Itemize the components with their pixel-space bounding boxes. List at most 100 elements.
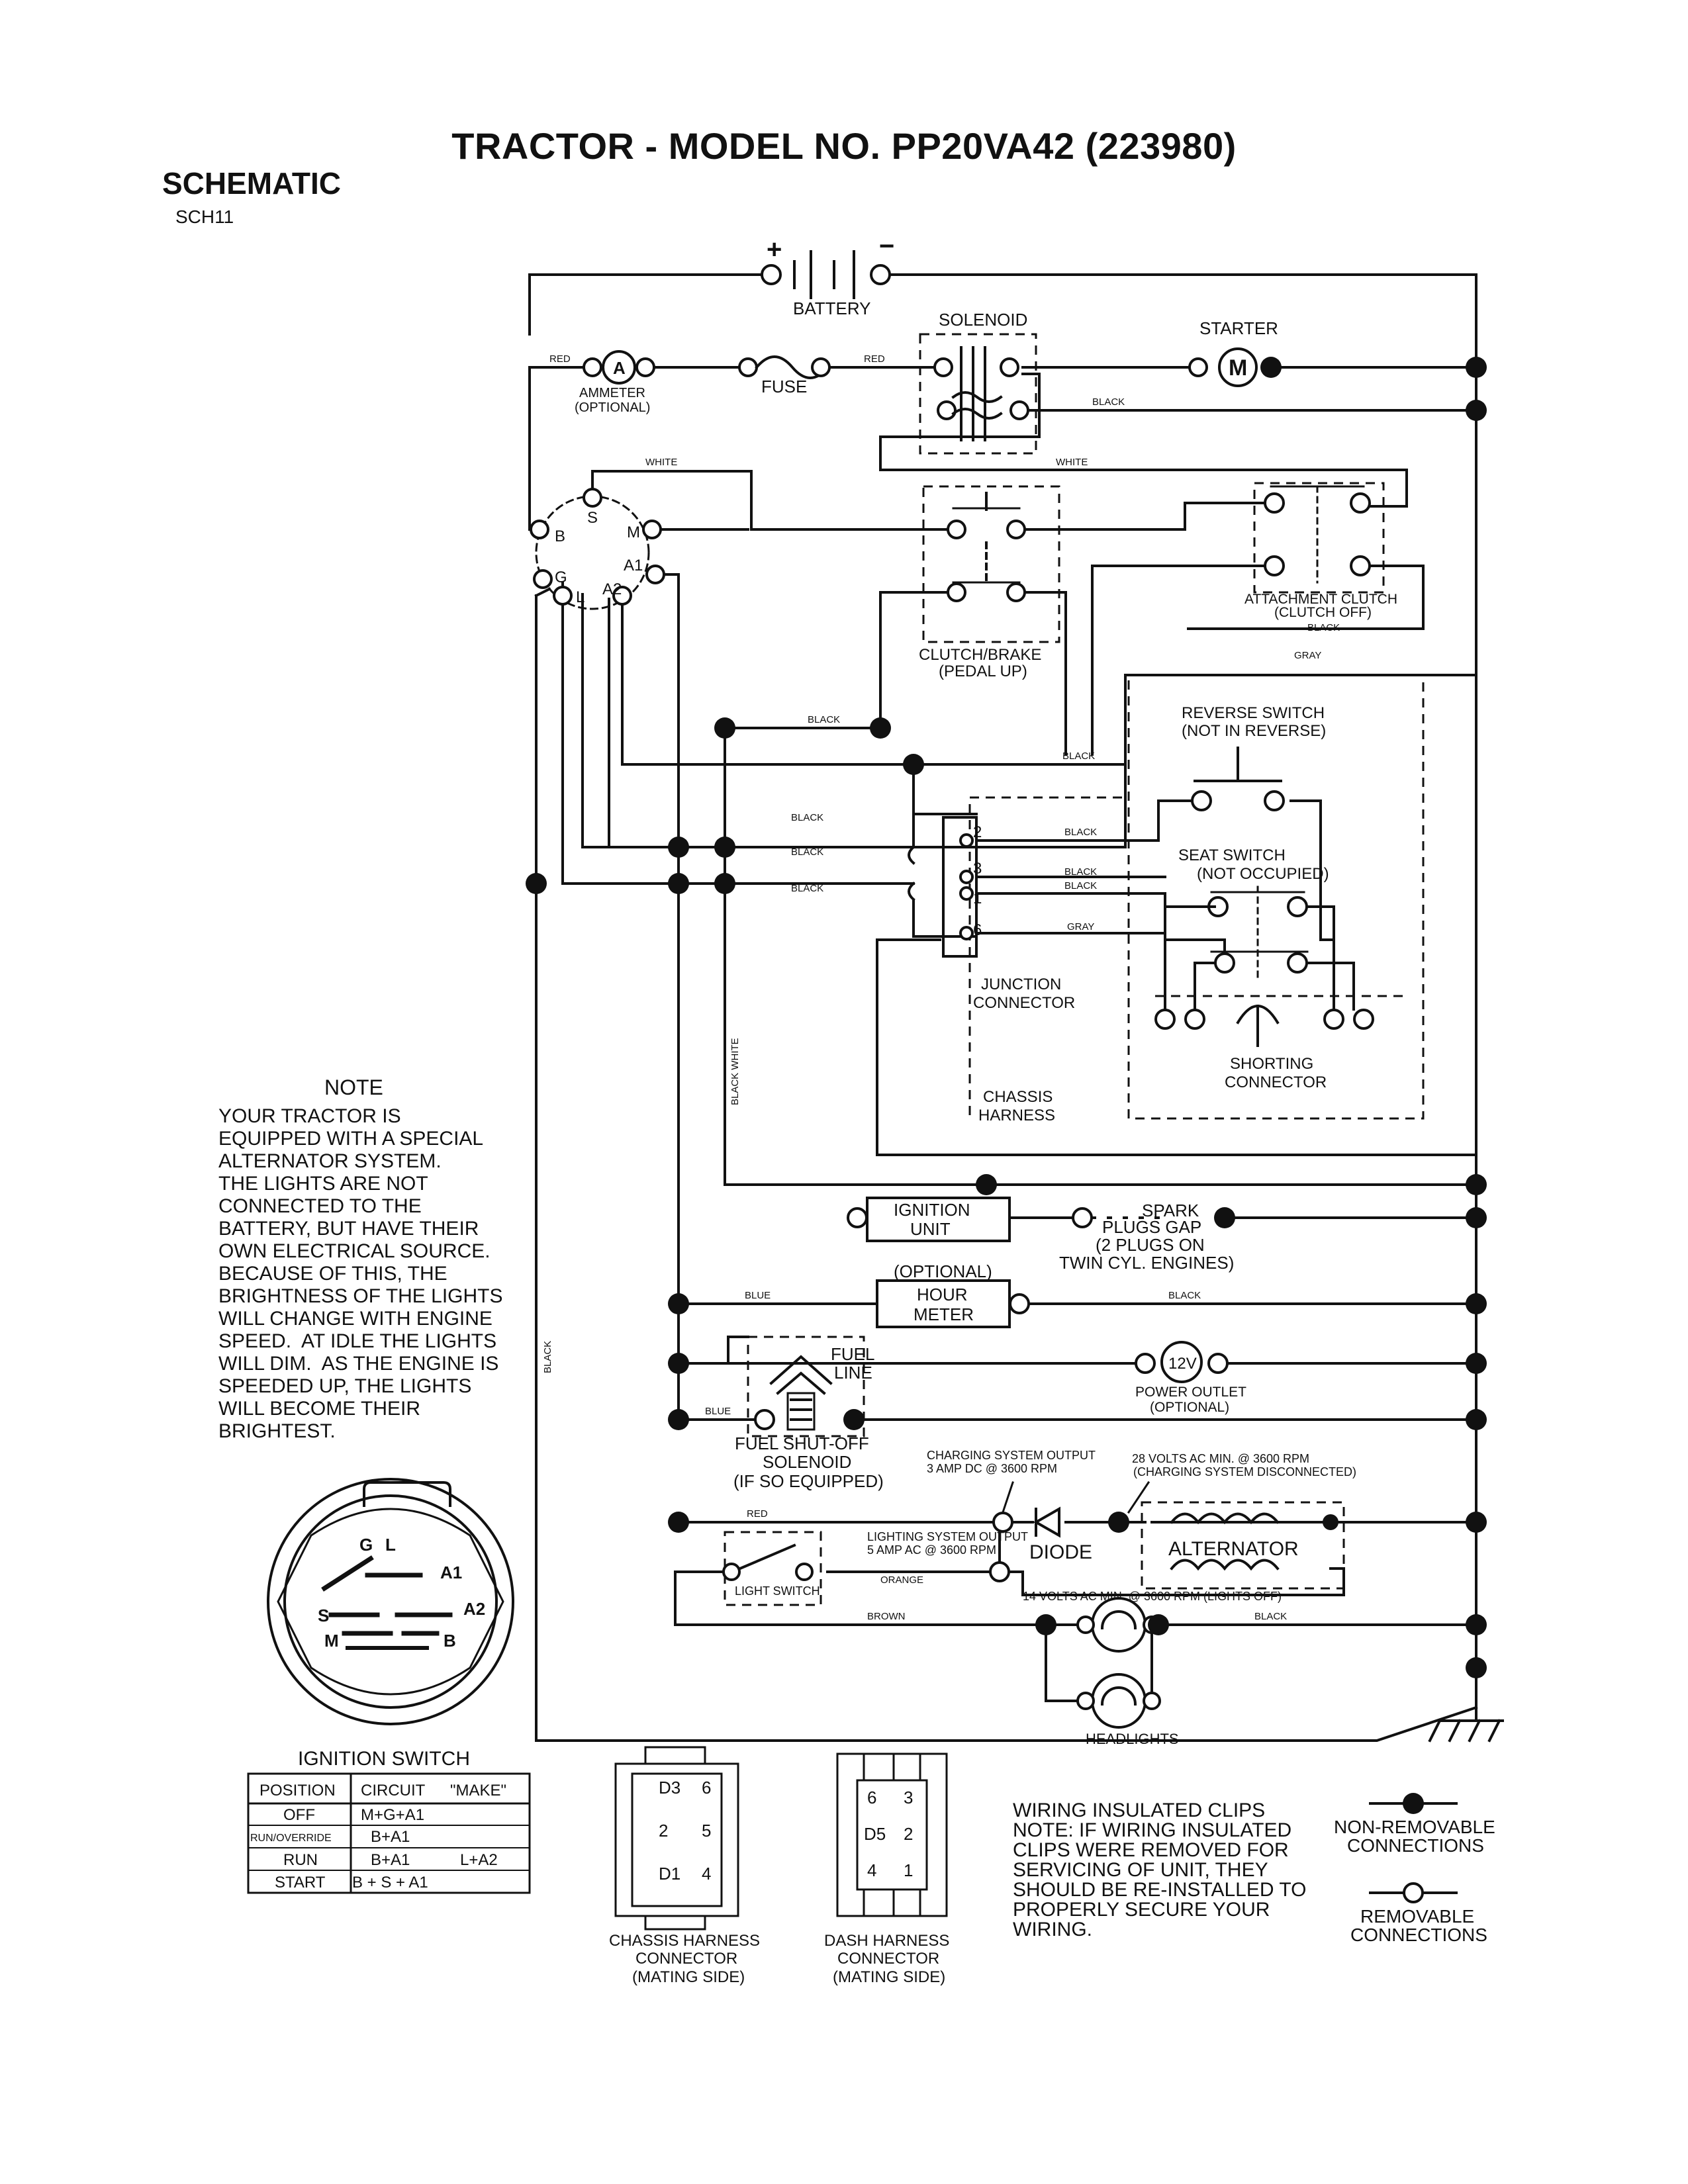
clips-line-1: WIRING INSULATED CLIPS <box>1013 1799 1265 1821</box>
legend: NON-REMOVABLE CONNECTIONS REMOVABLE CONN… <box>1334 1793 1495 1945</box>
ignition-switch-title: IGNITION SWITCH <box>298 1748 470 1770</box>
spark-label: SPARK <box>1142 1201 1199 1220</box>
shorting-connector-label: SHORTING <box>1230 1055 1313 1073</box>
note-line: ALTERNATOR SYSTEM. <box>218 1150 442 1172</box>
chassis-connector-label-1: CHASSIS HARNESS <box>609 1932 760 1950</box>
headlights: HEADLIGHTS <box>1076 1597 1179 1747</box>
seat-switch-label: SEAT SWITCH <box>1178 846 1286 864</box>
charging-output-label-2: 3 AMP DC @ 3600 RPM <box>927 1462 1057 1475</box>
table-header-position: POSITION <box>259 1782 336 1799</box>
alt-volts-label-2: (CHARGING SYSTEM DISCONNECTED) <box>1133 1465 1356 1479</box>
junction-connector-label-2: CONNECTOR <box>973 994 1075 1012</box>
fuse-label: FUSE <box>761 377 807 396</box>
alternator-label: ALTERNATOR <box>1168 1538 1299 1560</box>
wire-blue-2: BLUE <box>705 1406 731 1417</box>
table-header-make: "MAKE" <box>450 1782 506 1799</box>
table-row-run: RUN <box>283 1851 318 1869</box>
chassis-pin-5: 5 <box>702 1821 711 1841</box>
battery: + − BATTERY <box>761 232 894 318</box>
wire-black-10: BLACK <box>1064 880 1097 891</box>
note-line: BECAUSE OF THIS, THE <box>218 1263 447 1285</box>
battery-plus: + <box>767 235 782 264</box>
table-header-circuit: CIRCUIT <box>361 1782 426 1799</box>
dash-connector-label-3: (MATING SIDE) <box>833 1968 945 1986</box>
clips-line-7: WIRING. <box>1013 1919 1092 1940</box>
ignition-unit: IGNITION UNIT <box>847 1197 1011 1242</box>
chassis-pin-6: 6 <box>702 1778 711 1797</box>
power-outlet: 12V POWER OUTLET (OPTIONAL) <box>1135 1341 1246 1415</box>
wire-black-8: BLACK <box>1064 827 1097 838</box>
clips-line-6: PROPERLY SECURE YOUR <box>1013 1899 1270 1921</box>
wire-white-1: WHITE <box>645 457 677 468</box>
clips-line-4: SERVICING OF UNIT, THEY <box>1013 1859 1268 1881</box>
wire-white-2: WHITE <box>1056 457 1088 468</box>
hour-meter-label: HOUR <box>917 1285 968 1304</box>
solenoid: SOLENOID <box>933 310 1029 441</box>
dash-connector-label-1: DASH HARNESS <box>824 1932 949 1950</box>
note-line: BATTERY, BUT HAVE THEIR <box>218 1218 479 1240</box>
junction-connector: 2 3 1 6 JUNCTION CONNECTOR CHASSIS HARNE… <box>942 816 1075 1124</box>
starter-label: STARTER <box>1199 318 1278 338</box>
note-line: WILL CHANGE WITH ENGINE <box>218 1308 492 1330</box>
reverse-switch: REVERSE SWITCH (NOT IN REVERSE) <box>1182 704 1326 811</box>
wire-black-7: BLACK <box>791 883 823 894</box>
wire-black-4: BLACK <box>1062 751 1095 762</box>
clutch-brake-switch: CLUTCH/BRAKE (PEDAL UP) <box>919 492 1041 680</box>
wire-black-12: BLACK <box>1254 1611 1287 1622</box>
chassis-pin-4: 4 <box>702 1864 711 1884</box>
hour-meter-label-2: METER <box>914 1304 974 1324</box>
fuel-solenoid: FUEL LINE FUEL SHUT-OFF SOLENOID (IF SO … <box>733 1344 884 1491</box>
shorting-connector: SHORTING CONNECTOR <box>1154 1005 1374 1091</box>
chassis-connector-label-2: CONNECTOR <box>635 1950 737 1968</box>
table-row-start: START <box>275 1874 326 1891</box>
ignition-unit-label-2: UNIT <box>910 1219 951 1239</box>
attachment-clutch-label: ATTACHMENT CLUTCH <box>1244 592 1397 607</box>
attachment-clutch-sub: (CLUTCH OFF) <box>1274 605 1372 620</box>
wire-orange: ORANGE <box>880 1574 923 1586</box>
ammeter-optional: (OPTIONAL) <box>575 400 650 415</box>
table-row-off-circuit: M+G+A1 <box>361 1806 424 1824</box>
ammeter-label: AMMETER <box>579 386 645 400</box>
spark-label-4: TWIN CYL. ENGINES) <box>1059 1253 1234 1273</box>
legend-removable-2: CONNECTIONS <box>1350 1925 1487 1945</box>
clutch-brake-label: CLUTCH/BRAKE <box>919 646 1041 664</box>
dashed-enclosures <box>724 333 1425 1606</box>
spark-plugs: SPARK PLUGS GAP (2 PLUGS ON TWIN CYL. EN… <box>1059 1201 1234 1273</box>
ignition-switch-face: G L A1 A2 S M B IGNITION SWITCH <box>267 1478 514 1770</box>
note-line: OWN ELECTRICAL SOURCE. <box>218 1240 491 1262</box>
note-line: SPEED. AT IDLE THE LIGHTS <box>218 1330 497 1352</box>
note-line: YOUR TRACTOR IS <box>218 1105 401 1127</box>
note-line: WILL DIM. AS THE ENGINE IS <box>218 1353 499 1375</box>
reverse-switch-sub: (NOT IN REVERSE) <box>1182 722 1326 740</box>
face-b: B <box>444 1631 456 1651</box>
table-row-off: OFF <box>283 1806 315 1824</box>
light-switch-label: LIGHT SWITCH <box>735 1584 820 1598</box>
wire-black-1: BLACK <box>1092 396 1125 408</box>
dash-pin-d5: D5 <box>864 1824 886 1844</box>
table-row-override: RUN/OVERRIDE <box>250 1833 332 1844</box>
table-row-run-make: L+A2 <box>460 1851 498 1869</box>
junction-pin-2: 2 <box>973 823 982 841</box>
charging-output-label: CHARGING SYSTEM OUTPUT <box>927 1449 1096 1462</box>
chassis-harness-label-2: HARNESS <box>978 1107 1055 1124</box>
chassis-pin-2: 2 <box>659 1821 668 1841</box>
seat-switch: SEAT SWITCH (NOT OCCUPIED) <box>1164 846 1355 1011</box>
power-outlet-symbol: 12V <box>1168 1355 1197 1373</box>
ignition-unit-label: IGNITION <box>894 1200 970 1220</box>
wire-labels: RED RED BLACK WHITE WHITE BLACK GRAY BLA… <box>542 353 1340 1622</box>
hour-meter: (OPTIONAL) HOUR METER <box>876 1261 1030 1328</box>
face-l: L <box>385 1535 396 1555</box>
junction-connector-label: JUNCTION <box>981 976 1061 993</box>
wire-black-5: BLACK <box>791 812 823 823</box>
dash-pin-1: 1 <box>904 1860 913 1880</box>
table-row-run-circuit: B+A1 <box>371 1851 410 1869</box>
note-line: WILL BECOME THEIR <box>218 1398 421 1420</box>
schematic-code: SCH11 <box>175 206 234 227</box>
dash-pin-2: 2 <box>904 1824 913 1844</box>
battery-minus: − <box>879 232 894 261</box>
dash-harness-connector: 6 3 D5 2 4 1 DASH HARNESS CONNECTOR (MAT… <box>824 1752 949 1986</box>
face-m: M <box>324 1631 339 1651</box>
wire-red-1: RED <box>549 353 571 365</box>
